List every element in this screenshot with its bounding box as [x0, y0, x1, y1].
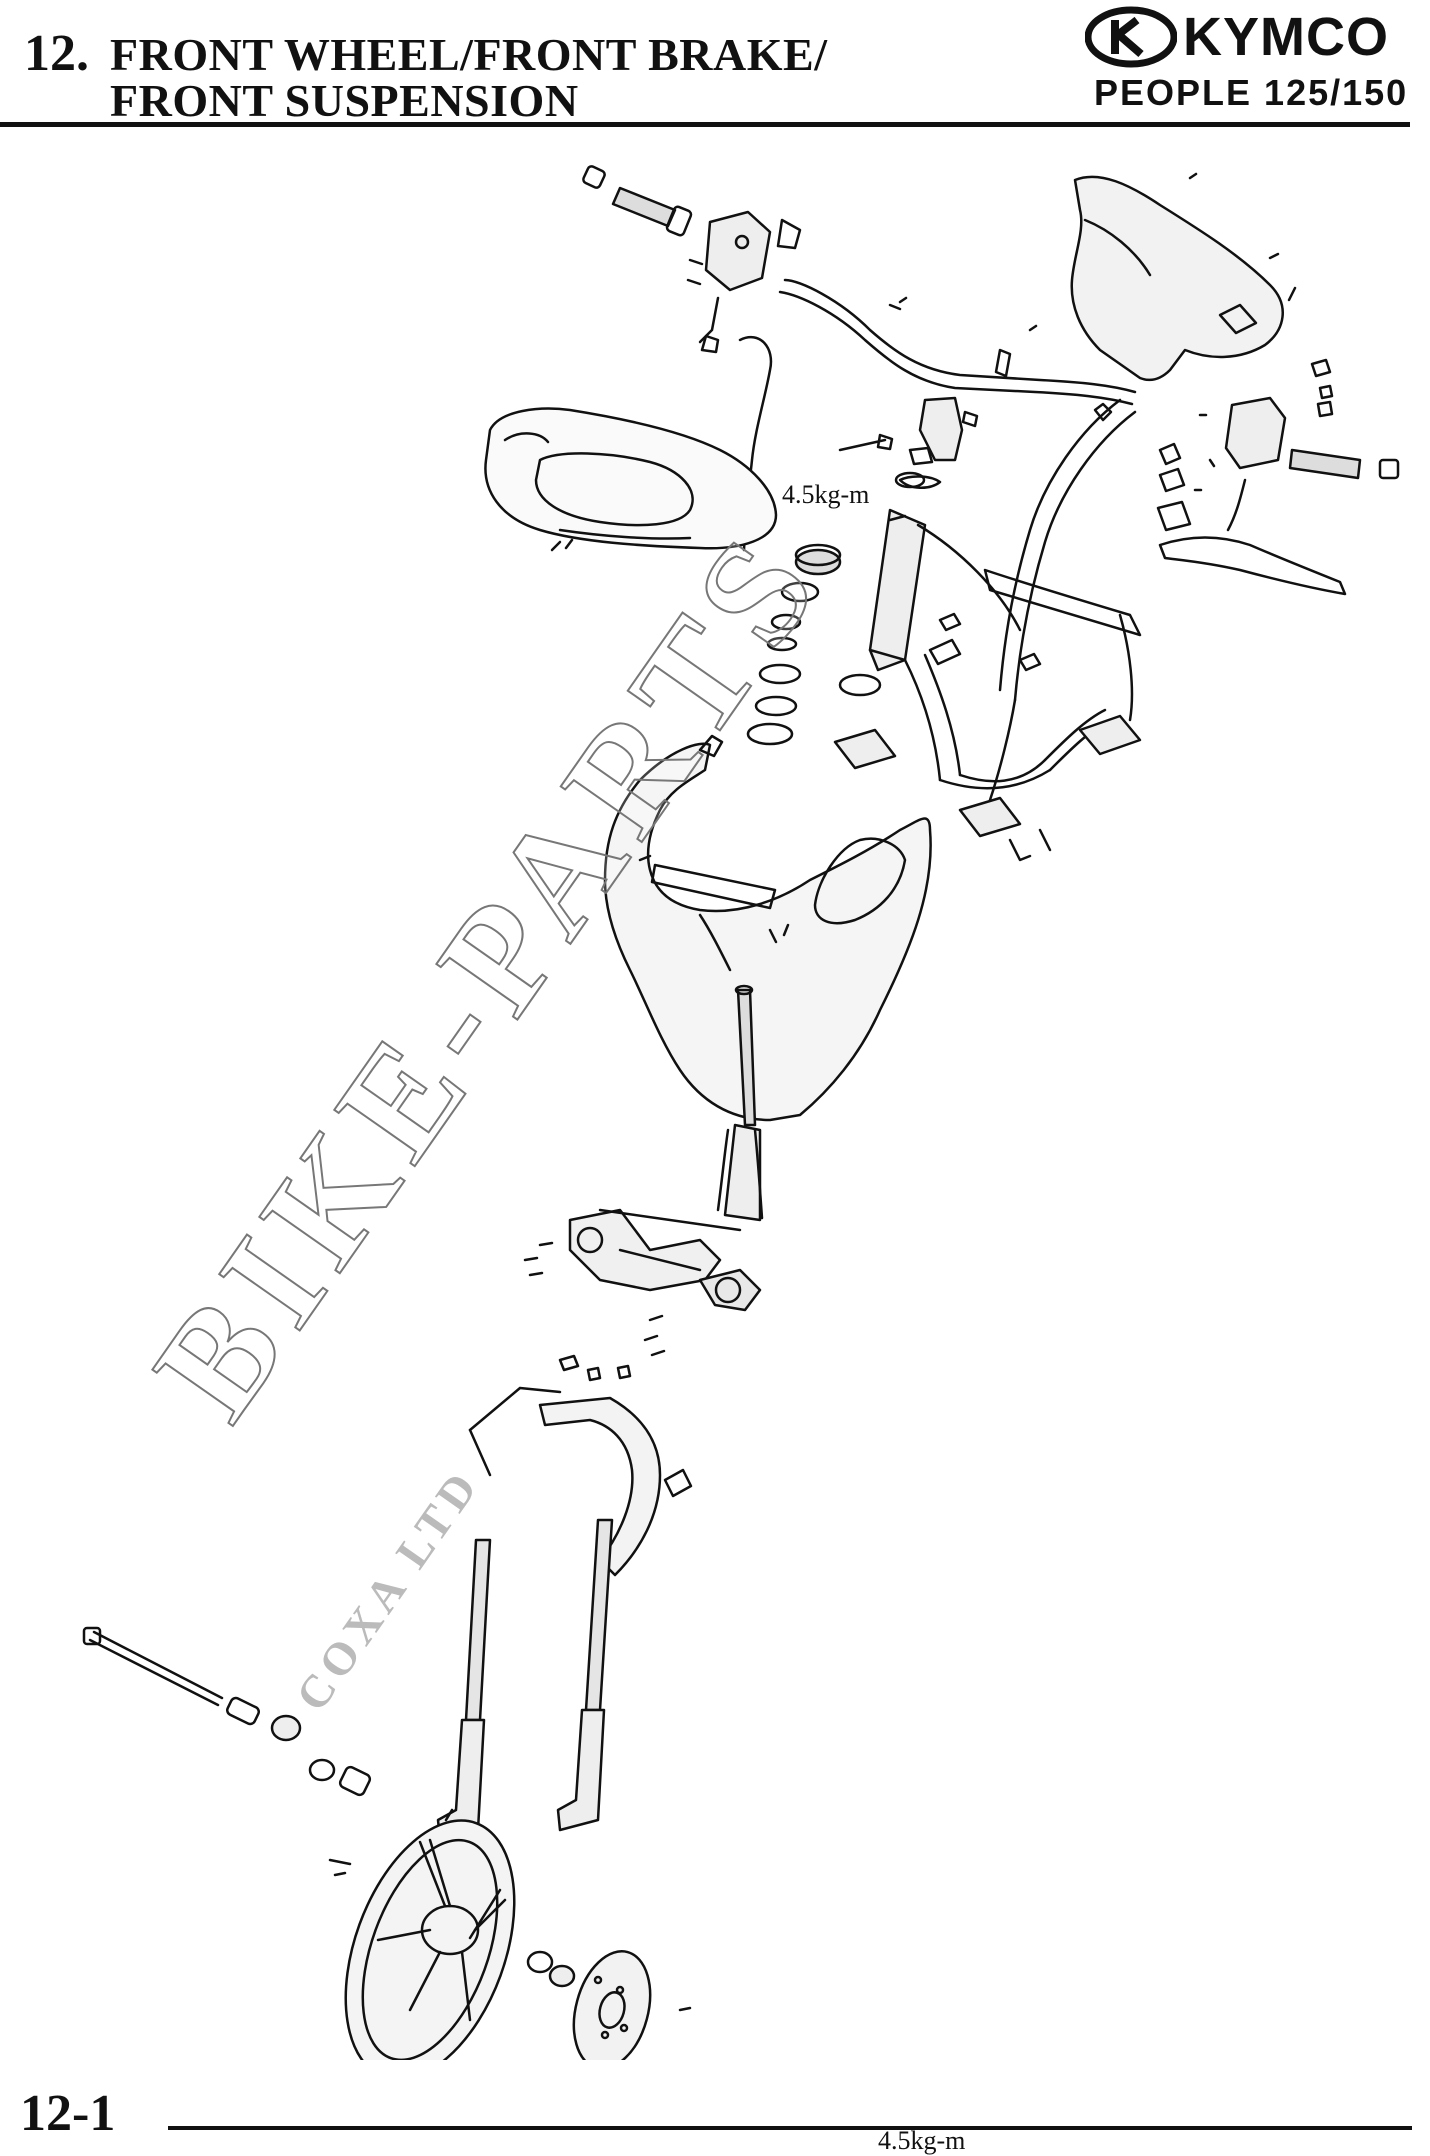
front-brake-disc — [572, 1950, 652, 2060]
header-rule — [0, 122, 1410, 127]
torque-label-lower: 4.5kg-m — [878, 2126, 966, 2155]
handlebar-rear-cover — [1070, 172, 1297, 382]
model-name: PEOPLE 125/150 — [1094, 72, 1409, 113]
front-axle — [82, 1626, 372, 1797]
front-brake-lever — [1158, 536, 1347, 596]
torque-label-upper: 4.5kg-m — [782, 480, 870, 509]
left-handlebar-grip — [582, 165, 693, 237]
exploded-parts-diagram: 4.5kg-m 4.5kg-m — [0, 130, 1430, 2155]
section-title-line1: FRONT WHEEL/FRONT BRAKE/ — [110, 29, 828, 80]
brand-logo: KYMCO — [1085, 4, 1425, 68]
front-cover — [603, 734, 932, 1122]
page-header: 12. FRONT WHEEL/FRONT BRAKE/ FRONT SUSPE… — [0, 0, 1430, 130]
section-number: 12. — [24, 25, 89, 82]
under-bracket — [568, 1208, 762, 1312]
handlebar — [778, 278, 1137, 489]
handlebar-front-cover — [484, 407, 778, 552]
parts-illustration — [82, 165, 1400, 2060]
front-wheel — [328, 1819, 516, 2060]
page-number: 12-1 — [20, 2085, 116, 2142]
bracket-bolts — [523, 1241, 666, 1382]
front-fork-right — [556, 1518, 614, 1832]
kymco-logo-icon — [1085, 6, 1177, 68]
frame — [833, 398, 1142, 862]
hub-spacers — [526, 1950, 692, 2012]
front-fork-left — [436, 1538, 492, 1842]
steering-bearing-set — [746, 471, 926, 746]
left-switch-housing — [686, 210, 802, 354]
brand-name: KYMCO — [1183, 7, 1389, 67]
right-handlebar-grip — [1288, 448, 1400, 480]
master-cylinder — [1156, 358, 1334, 532]
steering-stem — [716, 984, 764, 1222]
footer-rule — [168, 2126, 1412, 2130]
front-fender — [468, 1386, 693, 1577]
section-title-line2: FRONT SUSPENSION — [110, 75, 579, 126]
